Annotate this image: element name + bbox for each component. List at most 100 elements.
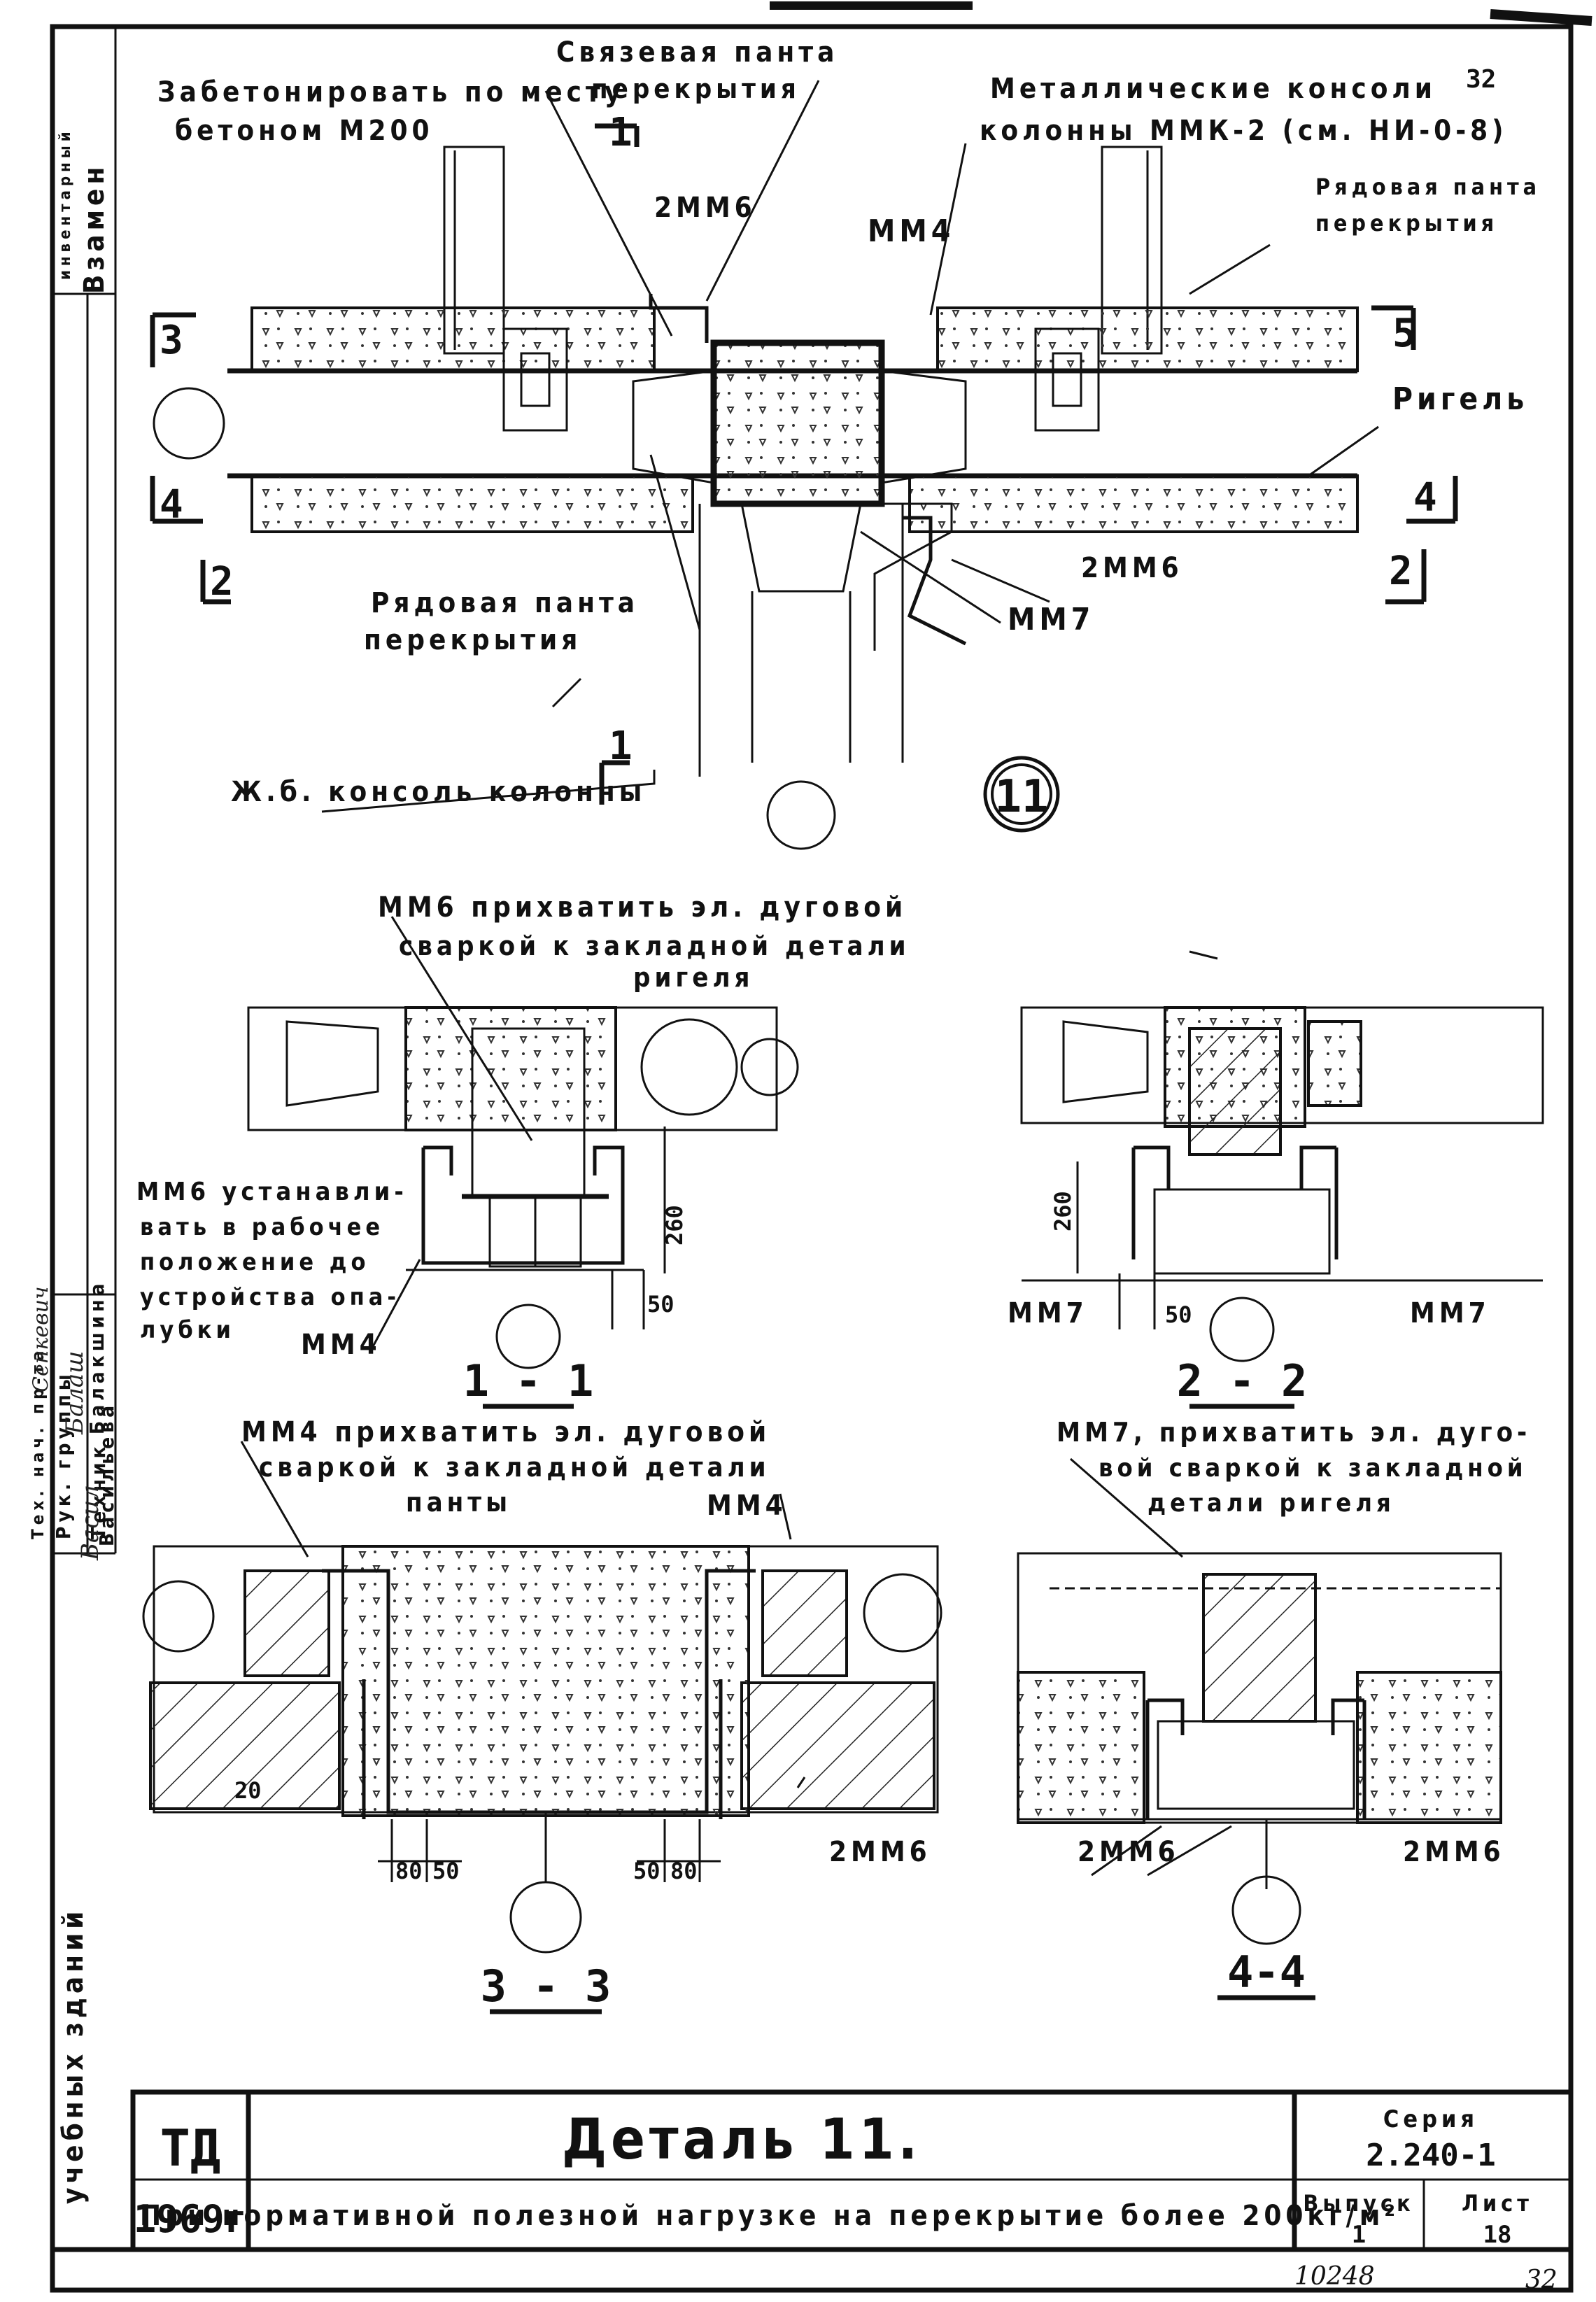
s44-title: 4-4 (1227, 1947, 1306, 1998)
s33-dim-80b: 80 (670, 1858, 698, 1884)
s11-left-note-2: вать в рабочее (140, 1213, 384, 1241)
side-sign-3: Васил (76, 1485, 104, 1561)
label-mm4-a: ММ4 (868, 213, 954, 249)
plan-labels: Забетонировать по месту бетоном М200 Свя… (157, 36, 1541, 823)
section-1-1-labels: ММ6 прихватить эл. дуговой сваркой к зак… (136, 891, 910, 1406)
s44-mm6-left: 2ММ6 (1078, 1836, 1180, 1868)
label-tie-panel-2: перекрытия (591, 73, 800, 104)
s11-left-note-1: ММ6 устанавли- (136, 1178, 408, 1206)
section-2-2 (1020, 950, 1544, 1409)
section-3-3-labels: ММ4 прихватить эл. дуговой сваркой к зак… (234, 1416, 931, 2012)
cut-label-5: 5 (1392, 311, 1416, 356)
year-label: 1969г (134, 2197, 248, 2241)
side-strip: Взамен инвентарный Тех. нач. пр-та Рук. … (28, 27, 118, 2290)
s33-note-1: ММ4 прихватить эл. дуговой (241, 1416, 770, 1448)
s44-note-1: ММ7, прихватить эл. дуго- (1057, 1417, 1531, 1448)
cut-label-1-bottom: 1 (609, 723, 633, 769)
label-mm7-a: ММ7 (1008, 602, 1094, 637)
side-row-3: Техник (87, 1442, 110, 1539)
label-metal-console-1: Металлические консоли (990, 73, 1436, 105)
s33-mm6: 2ММ6 (829, 1836, 931, 1868)
label-concrete-2: бетоном М200 (175, 115, 434, 147)
label-concrete-1: Забетонировать по месту (157, 76, 625, 108)
vypusk-value: 1 (1352, 2221, 1366, 2249)
s33-note-2: сваркой к закладной детали (259, 1452, 770, 1483)
side-bottom: учебных зданий (57, 1907, 90, 2204)
list-value: 18 (1483, 2221, 1512, 2249)
s11-left-note-4: устройства опа- (140, 1283, 400, 1311)
s11-left-note-5: лубки (140, 1316, 235, 1344)
side-row-2: Рук. группы (52, 1370, 75, 1539)
title-block-labels: ТД 1969г Деталь 11. При нормативной поле… (134, 2105, 1533, 2249)
label-row-panel-left-1: Рядовая панта (371, 587, 639, 619)
detail-marker-circle (983, 756, 1060, 833)
td-label: ТД (160, 2119, 221, 2177)
grid-bubble-bottom (766, 780, 836, 850)
cut-label-4-left: 4 (160, 482, 183, 528)
label-row-panel-left-2: перекрытия (364, 624, 581, 656)
s11-dim-50: 50 (647, 1291, 675, 1318)
detail-marker-label: 11 (994, 771, 1048, 823)
s11-note-1: ММ6 прихватить эл. дуговой (378, 891, 907, 924)
cut-markers (150, 123, 1458, 805)
section-1-1 (247, 916, 799, 1409)
label-rc-console: Ж.б. консоль колонны (231, 776, 646, 808)
label-row-panel-right-2: перекрытия (1315, 210, 1498, 236)
cut-label-1-top: 1 (609, 110, 633, 155)
sheet-number-small: 32 (1466, 65, 1496, 94)
s33-dim-80a: 80 (395, 1858, 423, 1884)
label-rigel: Ригель (1392, 381, 1528, 417)
label-2mm6-b: 2ММ6 (1081, 552, 1183, 584)
section-4-4-labels: ММ7, прихватить эл. дуго- вой сваркой к … (1057, 1417, 1531, 1998)
s22-dim-50: 50 (1165, 1301, 1192, 1328)
drawing-title: Деталь 11. (562, 2107, 921, 2172)
side-sign-2: Балаш (61, 1351, 89, 1435)
label-row-panel-right-1: Рядовая панта (1315, 174, 1541, 200)
inv-number: 10248 (1294, 2262, 1375, 2291)
s11-dim-260: 260 (661, 1205, 688, 1245)
s33-title: 3 - 3 (481, 1961, 612, 2012)
s11-mm4: ММ4 (301, 1329, 381, 1361)
drawing-subtitle: При нормативной полезной нагрузке на пер… (140, 2200, 1399, 2232)
section-2-2-labels: 260 50 ММ7 ММ7 2 - 2 (1008, 1191, 1490, 1406)
grid-bubble-left (153, 387, 225, 460)
s44-note-2: вой сваркой к закладной (1099, 1454, 1527, 1483)
footer: 10248 32 (1294, 2262, 1558, 2294)
side-name-2: Васильева (95, 1401, 118, 1546)
s33-dim-50b: 50 (633, 1858, 661, 1884)
s33-note-3: панты (406, 1487, 511, 1518)
s11-title: 1 - 1 (463, 1355, 594, 1406)
seria-label: Серия (1383, 2105, 1478, 2133)
s22-dim-260: 260 (1050, 1191, 1076, 1231)
label-tie-panel-1: Связевая панта (556, 36, 838, 69)
cut-label-2-right: 2 (1389, 549, 1413, 594)
label-metal-console-2: колонны ММК-2 (см. НИ-0-8) (980, 115, 1508, 147)
side-vzamen: Взамен (78, 163, 111, 294)
vypusk-label: Выпуск (1303, 2190, 1414, 2217)
section-3-3 (142, 1441, 942, 2014)
s11-note-2: сваркой к закладной детали (399, 931, 910, 961)
s44-mm6-right: 2ММ6 (1403, 1836, 1505, 1868)
section-4-4 (1017, 1457, 1502, 2000)
list-label: Лист (1462, 2190, 1533, 2217)
s22-mm7-left: ММ7 (1008, 1297, 1088, 1329)
page-number: 32 (1525, 2266, 1558, 2294)
title-block (52, 2089, 1574, 2252)
side-sign-1: Сенкевич (29, 1286, 53, 1392)
s11-note-3: ригеля (633, 962, 754, 993)
s11-left-note-3: положение до (140, 1248, 369, 1276)
s44-note-3: детали ригеля (1147, 1489, 1395, 1518)
cut-label-3: 3 (160, 318, 183, 363)
side-top-small: инвентарный (57, 127, 74, 280)
s33-mm4: ММ4 (707, 1490, 787, 1522)
label-2mm6-a: 2ММ6 (654, 192, 756, 224)
side-name-1: Балакшина (85, 1279, 108, 1434)
s33-dim-50a: 50 (432, 1858, 460, 1884)
cut-label-2-left: 2 (210, 559, 234, 605)
cut-label-4-right: 4 (1413, 475, 1437, 521)
plan-view (150, 80, 1458, 850)
s33-dim-20: 20 (234, 1777, 262, 1804)
s22-mm7-right: ММ7 (1410, 1297, 1490, 1329)
side-row-1: Тех. нач. пр-та (28, 1347, 48, 1539)
